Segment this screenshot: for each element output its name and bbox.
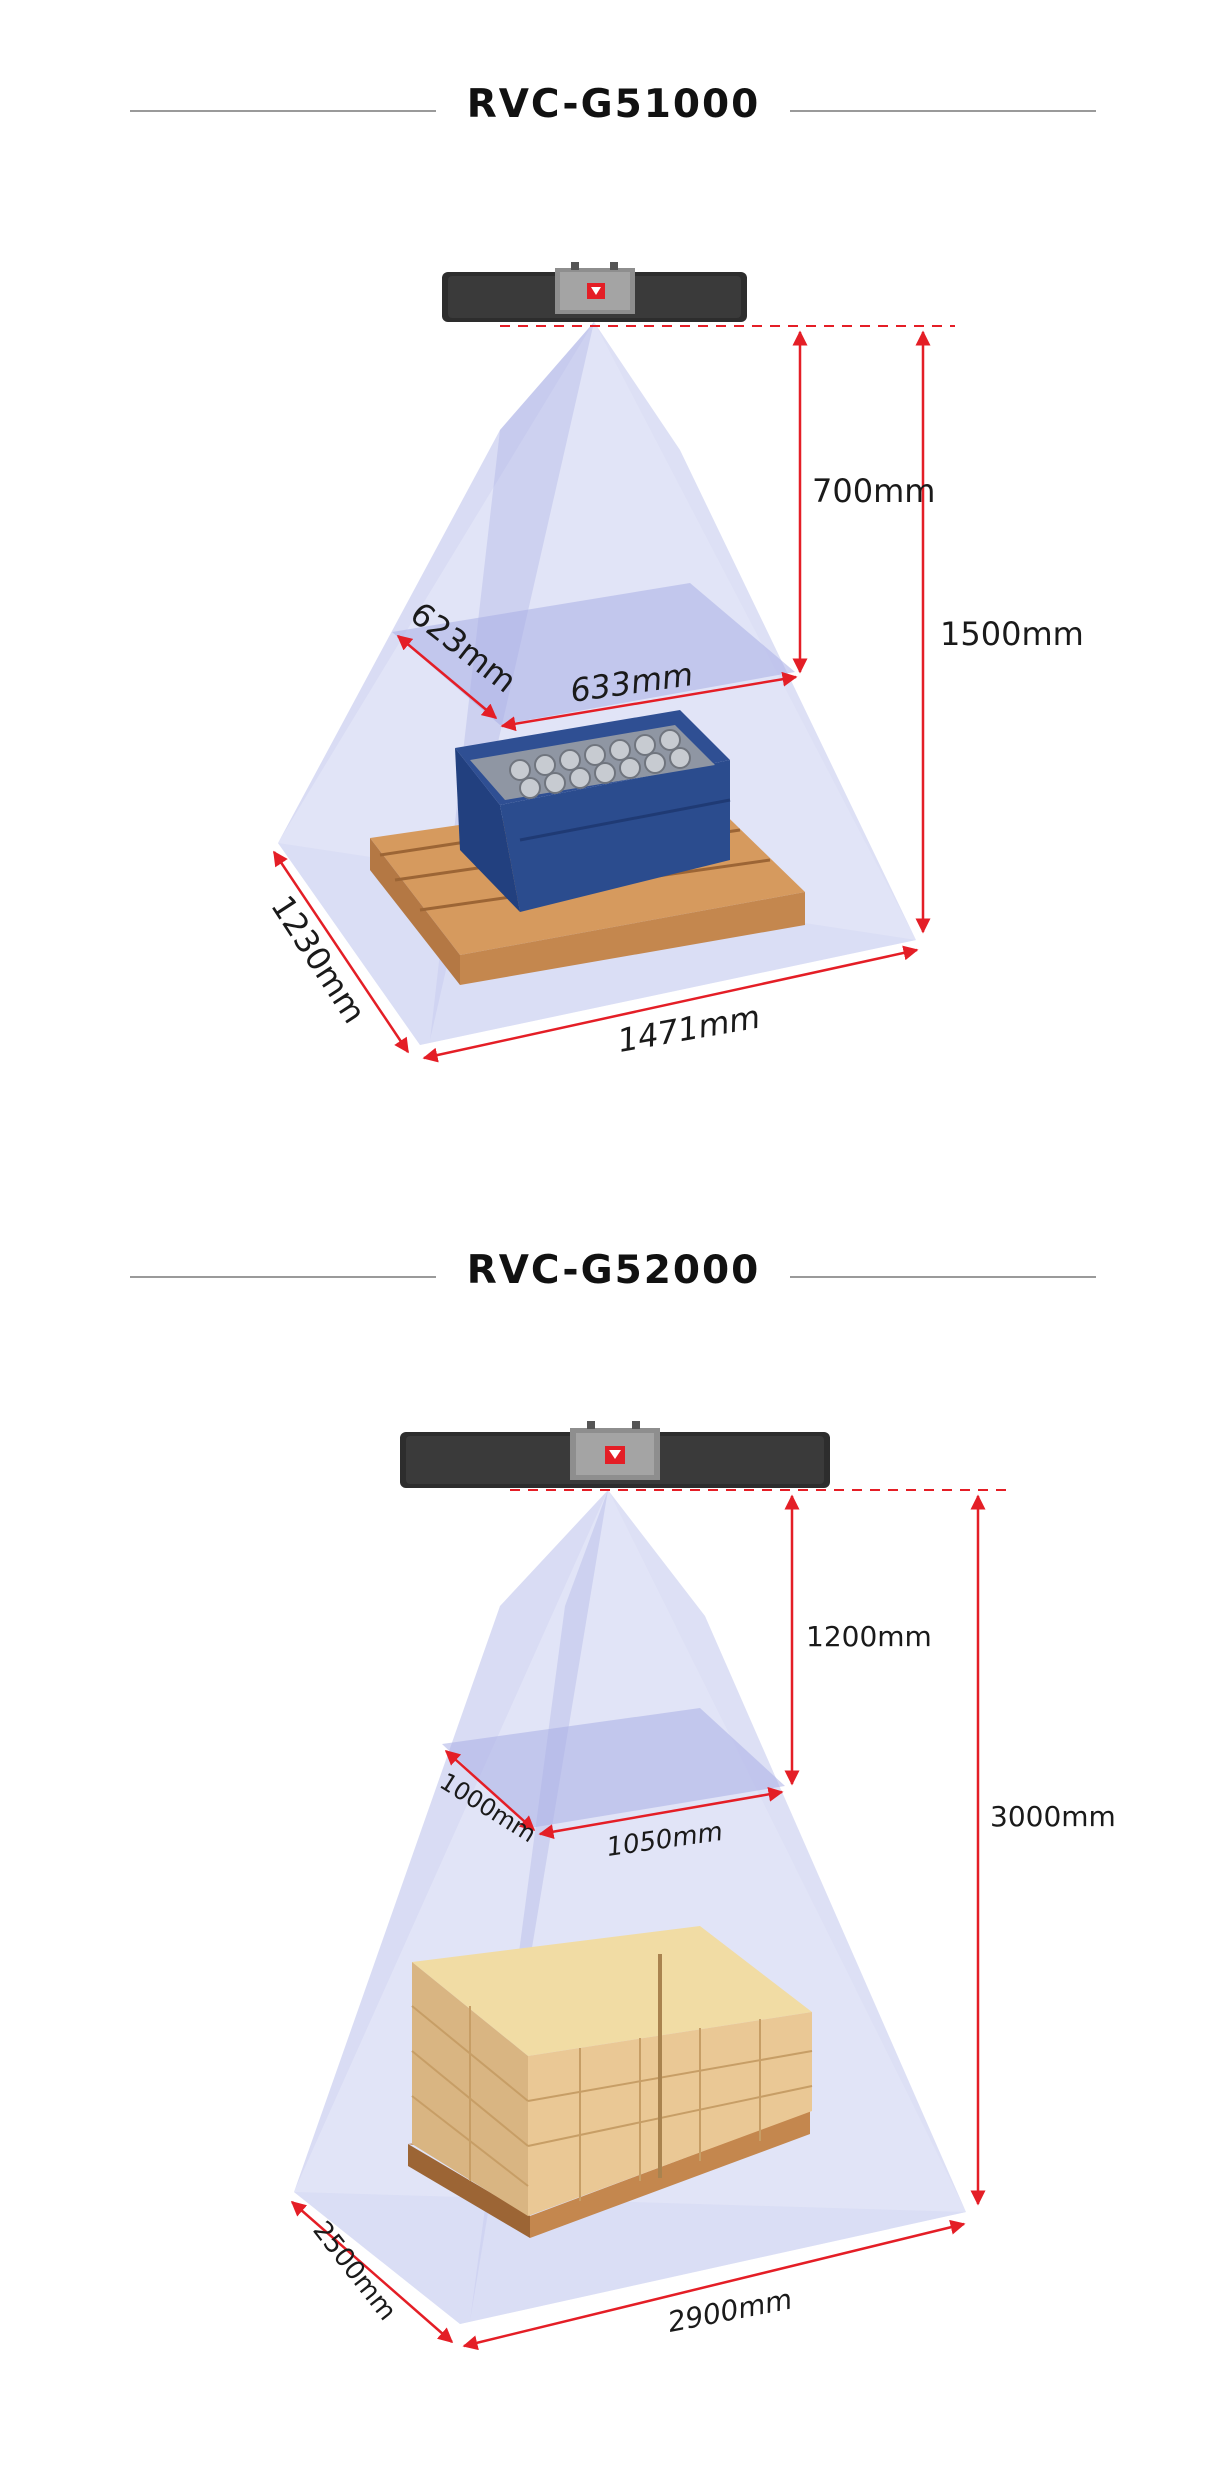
model-title: RVC-G52000 <box>466 1248 761 1293</box>
near-depth-arrow <box>444 1749 536 1832</box>
near-height-label: 1200mm <box>806 1620 932 1653</box>
header-rule-left <box>130 1276 436 1278</box>
crate-icon <box>455 710 731 912</box>
header-rule-left <box>130 110 436 112</box>
header-rule-right <box>790 110 1096 112</box>
far-width-label: 1471mm <box>615 997 763 1059</box>
boxes-icon <box>411 1926 813 2216</box>
fov-diagram-2: 1200mm 3000mm 1000mm 1050mm 2500mm 2900m… <box>290 1421 1116 2351</box>
model-title: RVC-G51000 <box>466 82 761 127</box>
section-rvc-g51000: RVC-G51000 <box>0 0 1227 1063</box>
section-header: RVC-G52000 <box>0 1166 1227 1293</box>
near-height-label: 700mm <box>812 472 935 510</box>
section-rvc-g52000: RVC-G52000 <box>0 1166 1227 2472</box>
camera-device-icon <box>400 1421 830 1488</box>
far-width-arrow <box>422 945 919 1063</box>
header-rule-right <box>790 1276 1096 1278</box>
fov-diagram-1: 700mm 1500mm 623mm 633mm 1230mm 1471mm <box>263 262 1084 1063</box>
section-header: RVC-G51000 <box>0 0 1227 127</box>
far-width-arrow <box>462 2219 966 2351</box>
near-width-arrow <box>500 671 798 732</box>
far-depth-arrow <box>272 850 410 1054</box>
camera-device-icon <box>442 262 747 322</box>
far-depth-arrow <box>290 2201 454 2343</box>
near-depth-arrow <box>396 635 498 719</box>
near-width-arrow <box>538 1786 784 1840</box>
far-height-label: 3000mm <box>990 1800 1116 1833</box>
far-height-label: 1500mm <box>940 615 1084 653</box>
